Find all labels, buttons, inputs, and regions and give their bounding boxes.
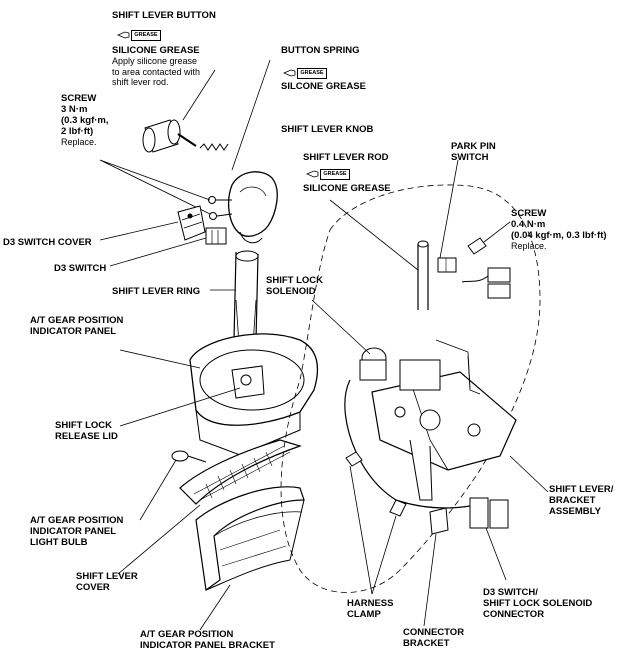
label-shift-lever-button: SHIFT LEVER BUTTON [112, 10, 216, 21]
d3-switch [205, 227, 227, 245]
shift-lever-rod [417, 240, 429, 310]
label-connector-bracket: CONNECTOR BRACKET [403, 627, 465, 649]
shift-lever-shaft [233, 250, 259, 361]
park-pin-switch [437, 257, 457, 273]
label-screw-1: SCREW 3 N·m (0.3 kgf·m, 2 lbf·ft) [61, 93, 109, 137]
label-silicone-grease-3: SILICONE GREASE [303, 183, 391, 194]
label-shift-lever-bracket-assembly: SHIFT LEVER/ BRACKET ASSEMBLY [549, 484, 614, 517]
label-screw-2: SCREW 0.4 N·m (0.04 kgf·m, 0.3 lbf·ft) [511, 208, 607, 241]
shift-lock-solenoid [359, 347, 387, 381]
label-d3-switch: D3 SWITCH [54, 263, 107, 274]
label-d3-switch-shift-lock-solenoid-connector: D3 SWITCH/ SHIFT LOCK SOLENOID CONNECTOR [483, 587, 593, 620]
note-screw-1: Replace. [61, 137, 97, 147]
indicator-panel [189, 333, 319, 456]
label-shift-lever-knob: SHIFT LEVER KNOB [281, 124, 374, 135]
harness [344, 379, 471, 517]
note-silicone-grease-1: Apply silicone grease to area contacted … [112, 56, 201, 87]
grease-tag: GREASE [297, 68, 327, 79]
label-silicone-grease-2: SILCONE GREASE [281, 81, 366, 92]
label-indicator-panel: A/T GEAR POSITION INDICATOR PANEL [30, 315, 124, 337]
grease-tube-icon: GREASE [306, 168, 350, 180]
grease-tag: GREASE [131, 30, 161, 41]
right-connectors [461, 267, 511, 299]
shift-lever-cover [179, 439, 302, 505]
label-shift-lock-release-lid: SHIFT LOCK RELEASE LID [55, 420, 118, 442]
label-park-pin-switch: PARK PIN SWITCH [451, 141, 496, 163]
label-indicator-panel-light-bulb: A/T GEAR POSITION INDICATOR PANEL LIGHT … [30, 515, 124, 548]
label-shift-lever-rod: SHIFT LEVER ROD [303, 152, 389, 163]
shift-lever-button [142, 119, 197, 153]
label-button-spring: BUTTON SPRING [281, 45, 360, 56]
button-spring [199, 143, 229, 151]
d3-shift-lock-connector [469, 497, 509, 529]
grease-tube-icon: GREASE [283, 67, 327, 79]
note-screw-2: Replace. [511, 241, 547, 251]
label-shift-lever-cover: SHIFT LEVER COVER [76, 571, 138, 593]
label-indicator-panel-bracket: A/T GEAR POSITION INDICATOR PANEL BRACKE… [140, 629, 275, 651]
d3-switch-cover [177, 205, 206, 241]
indicator-light-bulb [171, 450, 207, 463]
park-pin-screw [467, 237, 487, 255]
connector-bracket [429, 507, 449, 535]
grease-tag: GREASE [320, 169, 350, 180]
shift-lever-bracket-assembly [371, 339, 517, 501]
label-d3-switch-cover: D3 SWITCH COVER [3, 237, 92, 248]
knob-screws [208, 196, 233, 220]
grease-tube-icon: GREASE [117, 29, 161, 41]
indicator-panel-bracket [195, 486, 305, 592]
label-shift-lever-ring: SHIFT LEVER RING [112, 286, 201, 297]
label-silicone-grease-1: SILICONE GREASE [112, 45, 200, 56]
label-harness-clamp: HARNESS CLAMP [347, 598, 394, 620]
label-shift-lock-solenoid: SHIFT LOCK SOLENOID [266, 275, 323, 297]
shift-lever-knob [227, 171, 278, 244]
